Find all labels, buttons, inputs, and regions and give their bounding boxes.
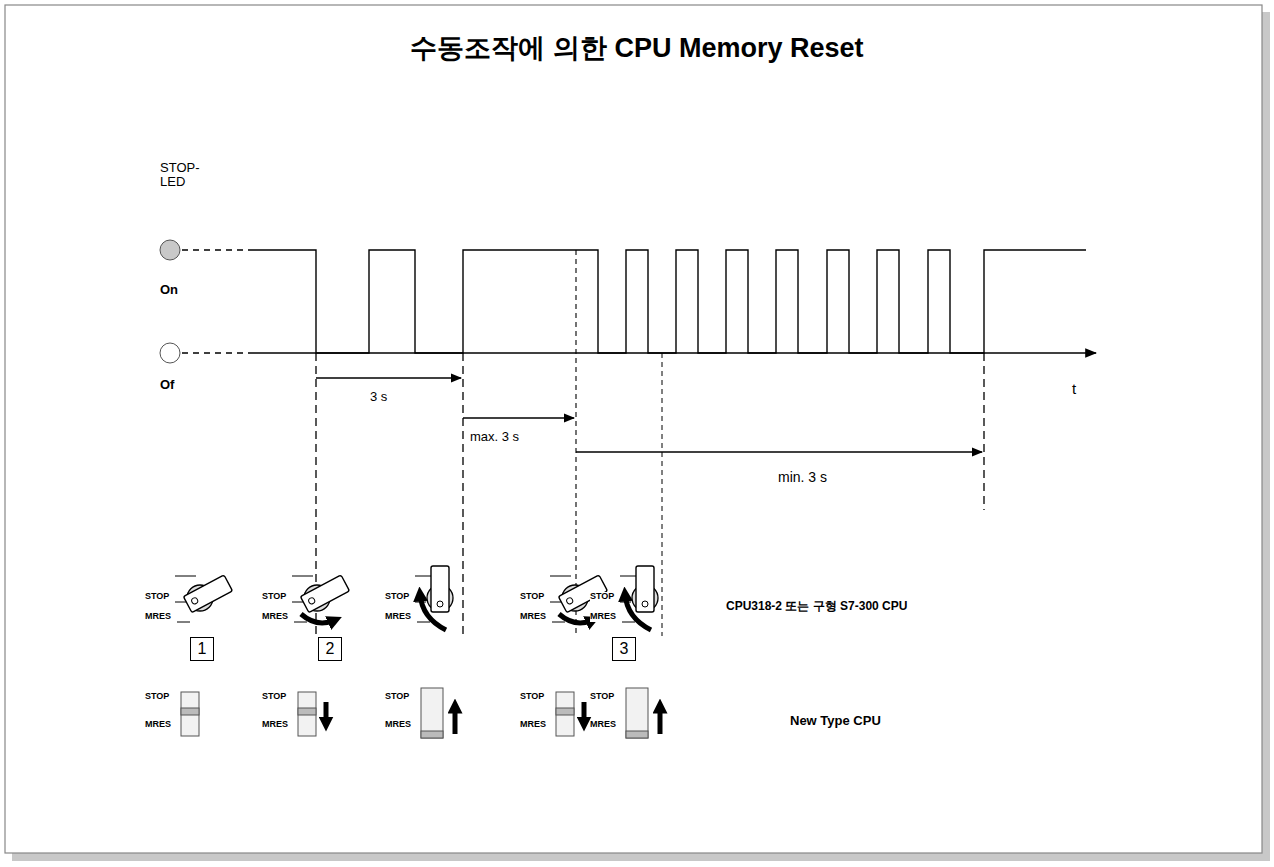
switch-position: MRES <box>145 612 171 622</box>
switch-position: STOP <box>385 592 409 602</box>
switch-position: STOP <box>590 592 614 602</box>
frame <box>5 5 1262 853</box>
signal-name: STOP-LED <box>160 161 204 190</box>
callout-number: 3 <box>612 637 636 661</box>
callout-text: 3 <box>620 641 629 657</box>
switch-position: STOP <box>590 692 614 702</box>
callout-text: 2 <box>326 641 335 657</box>
callout-text: 1 <box>198 641 207 657</box>
led-on <box>160 240 180 260</box>
key-switch <box>415 566 453 630</box>
axis-label: Of <box>160 378 174 392</box>
axis-label: On <box>160 283 178 297</box>
switch-position: MRES <box>520 612 546 622</box>
caption-note: New Type CPU <box>790 714 881 728</box>
key-switch <box>620 566 658 630</box>
slide-switch <box>556 692 584 736</box>
switch-position: STOP <box>262 692 286 702</box>
time-marker <box>575 250 576 636</box>
level-dash <box>182 352 250 353</box>
switch-position: MRES <box>590 612 616 622</box>
led-off <box>160 343 180 363</box>
key-switch <box>175 575 232 622</box>
switch-position: MRES <box>520 720 546 730</box>
switch-position: STOP <box>385 692 409 702</box>
led-waveform <box>250 250 1086 353</box>
time-marker <box>983 353 984 510</box>
time-marker <box>662 353 663 636</box>
switch-position: STOP <box>145 692 169 702</box>
duration-label: 3 s <box>370 390 387 404</box>
switch-position: MRES <box>262 720 288 730</box>
switch-position: STOP <box>520 692 544 702</box>
key-switch <box>292 575 349 623</box>
slide-switch <box>298 692 326 736</box>
duration-label: min. 3 s <box>778 470 827 485</box>
callout-number: 2 <box>318 637 342 661</box>
slide-switch <box>421 688 455 738</box>
switch-position: STOP <box>262 592 286 602</box>
frame-shadow <box>1262 12 1270 861</box>
callout-number: 1 <box>190 637 214 661</box>
title: 수동조작에 의한 CPU Memory Reset <box>0 34 1274 64</box>
duration-arrow <box>316 377 461 378</box>
duration-arrow <box>463 417 574 418</box>
slide-switch <box>626 688 660 738</box>
caption-note: CPU318-2 또는 구형 S7-300 CPU <box>726 600 907 613</box>
level-dash <box>182 249 250 250</box>
switch-position: MRES <box>590 720 616 730</box>
frame-shadow <box>12 853 1270 861</box>
axis-label: t <box>1072 381 1076 398</box>
switch-position: MRES <box>262 612 288 622</box>
duration-arrow <box>576 451 982 452</box>
switch-position: STOP <box>520 592 544 602</box>
time-marker <box>462 353 463 636</box>
duration-label: max. 3 s <box>470 430 519 444</box>
slide-switch <box>181 692 199 736</box>
switch-position: MRES <box>385 612 411 622</box>
switch-position: MRES <box>145 720 171 730</box>
switch-position: STOP <box>145 592 169 602</box>
switch-position: MRES <box>385 720 411 730</box>
